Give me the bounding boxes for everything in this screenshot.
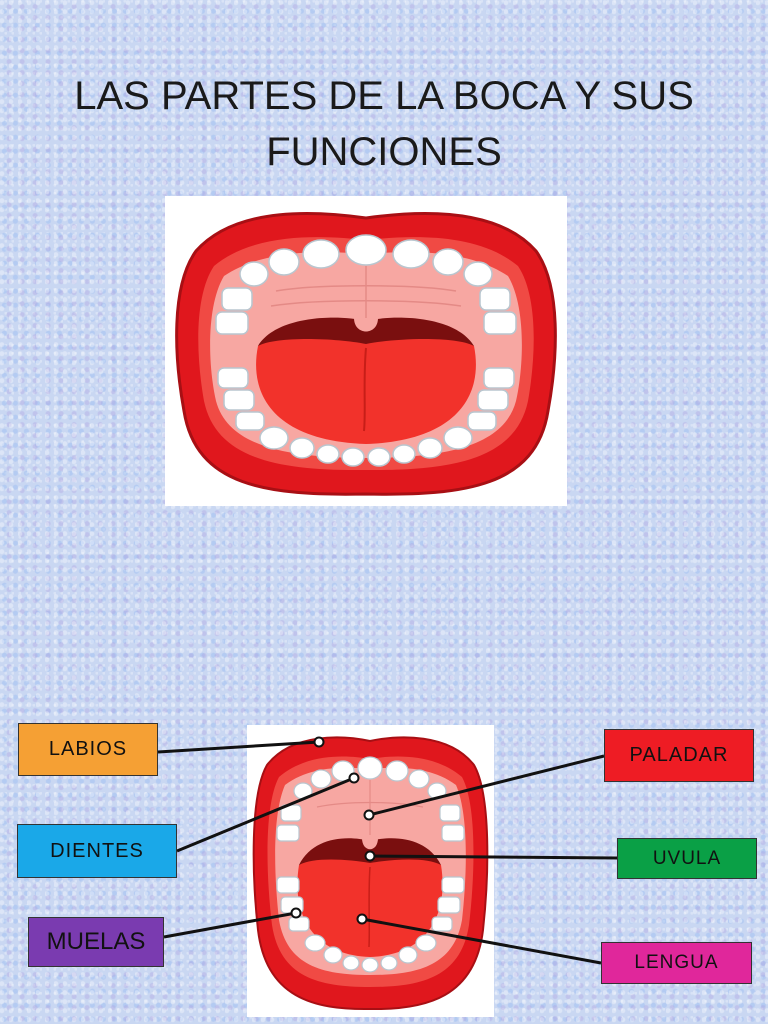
mouth-drawing: [175, 211, 557, 496]
mouth-illustration-small: [247, 725, 494, 1017]
lower-teeth: [217, 367, 515, 467]
page-title: LAS PARTES DE LA BOCA Y SUS FUNCIONES: [74, 74, 694, 174]
tongue: [256, 339, 476, 444]
upper-teeth: [215, 234, 517, 335]
label-uvula: UVULA: [617, 838, 757, 879]
label-muelas: MUELAS: [28, 917, 164, 967]
mouth-illustration-large: [165, 196, 567, 506]
label-paladar: PALADAR: [604, 729, 754, 782]
label-labios: LABIOS: [18, 723, 158, 776]
label-lengua: LENGUA: [601, 942, 752, 984]
label-dientes: DIENTES: [17, 824, 177, 878]
mouth-drawing-small: [252, 736, 489, 1011]
